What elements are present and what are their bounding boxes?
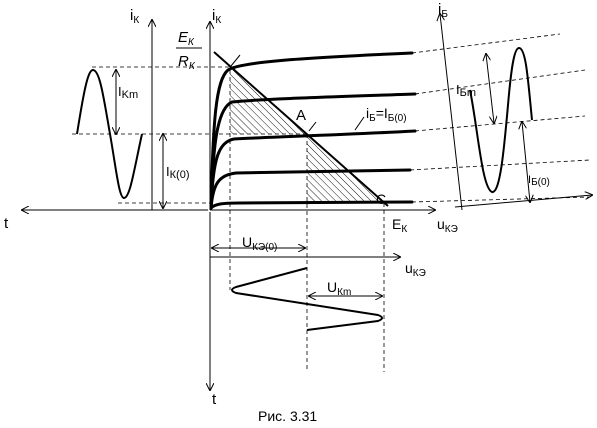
left-ik-label: iК: [130, 7, 139, 26]
point-a-label: A: [296, 107, 306, 124]
ek-axis-label: EК: [392, 216, 407, 235]
point-a-pointer: [308, 121, 317, 132]
ib-curve-2: [209, 92, 417, 210]
right-ib-axis: [440, 14, 463, 211]
mid-ik-label: iК: [212, 7, 221, 26]
ib-proj-4: [409, 159, 591, 171]
ib-curve-4: [209, 168, 412, 210]
bottom-t-label: t: [212, 391, 217, 408]
right-ib-label: iБ: [438, 1, 448, 20]
ib-proj-2: [414, 69, 586, 95]
ek-rk-pointer: [230, 54, 241, 67]
ib-curve-1: [209, 51, 414, 210]
ib-curve-5: [209, 200, 414, 210]
load-line: [213, 51, 389, 207]
ib-curve-3: [209, 129, 417, 210]
left-ik-waveform-group: iК IKm IК(0) t: [4, 7, 307, 232]
ek-numerator: EК: [178, 29, 195, 48]
bottom-uke-waveform-group: UКЭ(0) uКЭ UКm t: [210, 70, 426, 408]
ib-proj-3: [414, 115, 586, 132]
bottom-uke-zigzag: [231, 267, 383, 331]
figure-caption: Рис. 3.31: [258, 408, 317, 424]
uke-axis-label: uКЭ: [437, 216, 458, 235]
uke0-label: UКЭ(0): [242, 234, 277, 253]
ibm-dimension: [486, 54, 494, 123]
ib-eq-label: iБ=IБ(0): [366, 105, 407, 124]
left-t-label: t: [4, 215, 9, 232]
right-ib-waveform-group: iБ IБm IБ(0): [409, 1, 592, 211]
ib-eq-pointer: [354, 116, 365, 131]
ik0-label: IК(0): [166, 164, 189, 181]
uke-lower-label: uКЭ: [405, 260, 426, 279]
ikm-label: IKm: [118, 84, 138, 101]
ib-proj-1: [411, 33, 561, 54]
right-ib-sine: [469, 47, 533, 193]
ukm-label: UКm: [327, 279, 351, 298]
ib0-label: IБ(0): [528, 174, 550, 188]
right-t-axis: [454, 195, 592, 208]
point-c-label: C: [376, 191, 386, 207]
output-characteristics-group: EК RК iК A iБ=IБ(0) C EК uКЭ: [176, 7, 458, 235]
ibm-label: IБm: [456, 82, 476, 99]
ib0-dimension: [522, 122, 530, 202]
rk-denominator: RК: [178, 53, 196, 72]
